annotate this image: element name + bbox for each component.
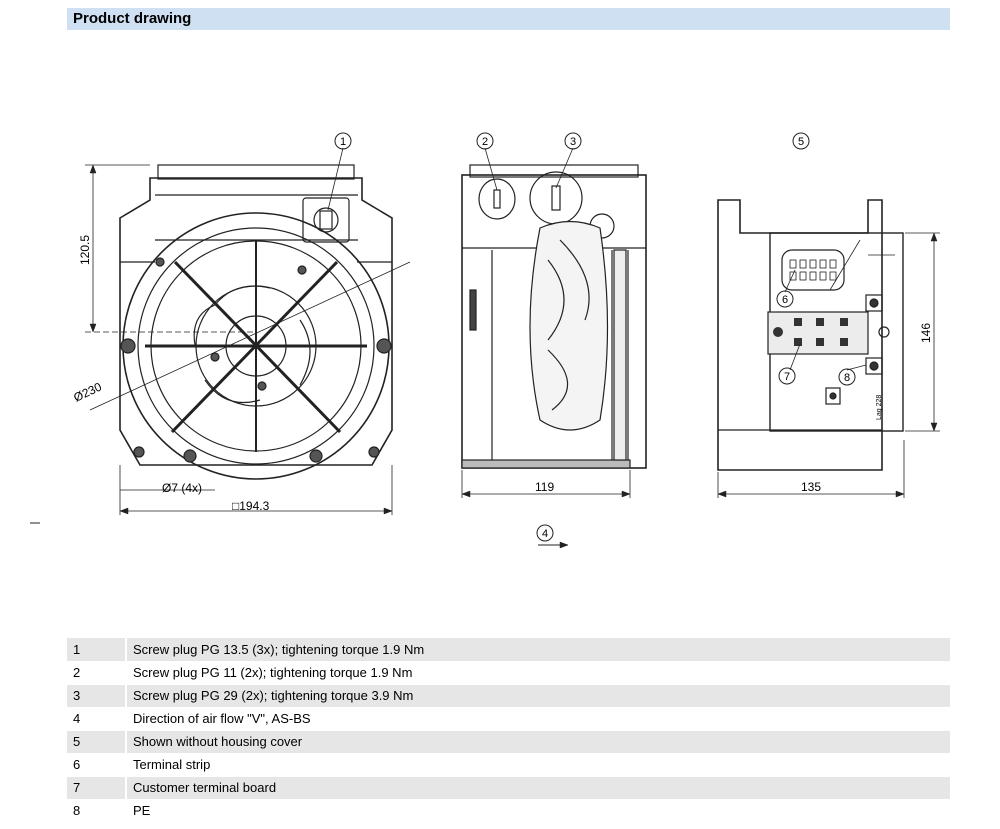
callout-7: 7	[784, 371, 790, 383]
legend-number: 6	[67, 753, 127, 777]
legend-number: 2	[67, 661, 127, 685]
airflow-indicator	[536, 524, 569, 549]
legend-text: Terminal strip	[126, 753, 950, 777]
side-view	[461, 132, 647, 498]
callout-5: 5	[798, 136, 804, 148]
legend-number: 5	[67, 730, 127, 754]
callout-1: 1	[340, 136, 346, 148]
dim-holes: Ø7 (4x)	[162, 481, 202, 495]
legend-number: 4	[67, 707, 127, 731]
section-title: Product drawing	[73, 10, 192, 27]
legend-text: Screw plug PG 13.5 (3x); tightening torq…	[126, 638, 950, 662]
callout-6: 6	[782, 294, 788, 306]
front-view	[85, 132, 411, 515]
dim-height-146: 146	[919, 323, 933, 343]
callout-3: 3	[570, 136, 576, 148]
legend-number: 8	[67, 799, 127, 823]
legend-text: PE	[126, 799, 950, 823]
legend-text: Direction of air flow "V", AS-BS	[126, 707, 950, 731]
legend-number: 1	[67, 638, 127, 662]
callout-4: 4	[542, 528, 548, 540]
section-header: Product drawing	[67, 8, 950, 30]
dim-diameter-230: Ø230	[71, 379, 104, 404]
product-drawing: 120.5 Ø230 Ø7 (4x) □194.3 119 135 146 La…	[30, 132, 940, 549]
dim-width-119: 119	[535, 480, 554, 494]
callout-2: 2	[482, 136, 488, 148]
legend-text: Shown without housing cover	[126, 730, 950, 754]
terminal-label: Lag 228	[876, 395, 883, 420]
legend-number: 7	[67, 776, 127, 800]
legend-text: Screw plug PG 11 (2x); tightening torque…	[126, 661, 950, 685]
dim-height-120-5: 120.5	[78, 235, 92, 265]
dim-square: □194.3	[232, 499, 270, 513]
callout-8: 8	[844, 372, 850, 384]
legend-text: Customer terminal board	[126, 776, 950, 800]
legend-text: Screw plug PG 29 (2x); tightening torque…	[126, 684, 950, 708]
rear-view	[717, 132, 940, 498]
dim-width-135: 135	[801, 480, 821, 494]
legend-number: 3	[67, 684, 127, 708]
